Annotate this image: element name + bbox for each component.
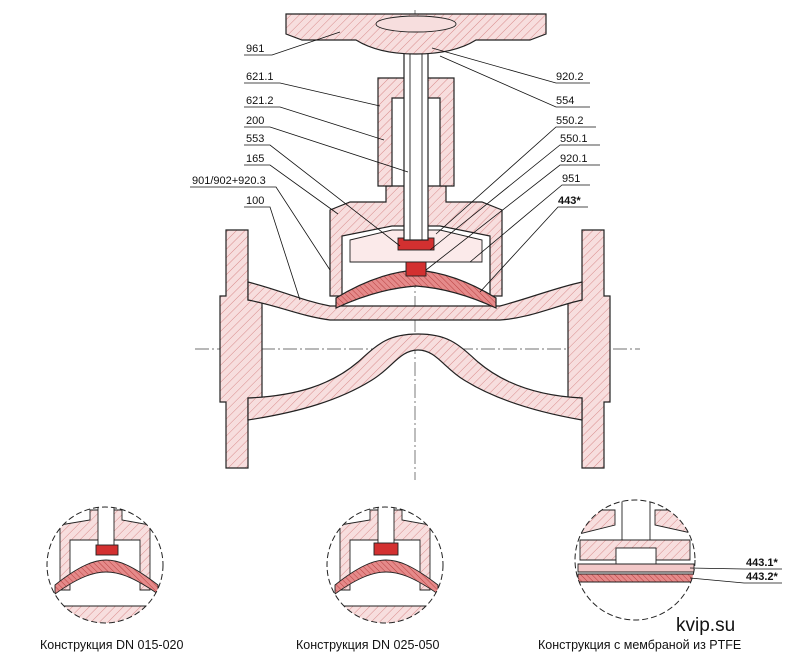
label-621-2: 621.2: [244, 95, 385, 141]
label-443: 443*: [479, 195, 588, 293]
label-443-1: 443.1*: [689, 557, 782, 570]
svg-text:961: 961: [246, 43, 264, 55]
svg-text:553: 553: [246, 133, 264, 145]
watermark: kvip.su: [676, 615, 735, 636]
svg-text:100: 100: [246, 195, 264, 207]
stem: [403, 39, 429, 241]
svg-text:200: 200: [246, 115, 264, 127]
yoke: [377, 77, 455, 187]
label-443-2: 443.2*: [689, 571, 782, 584]
svg-text:920.2: 920.2: [556, 71, 584, 83]
handwheel: [285, 13, 547, 55]
svg-text:550.2: 550.2: [556, 115, 584, 127]
label-553: 553: [244, 133, 401, 247]
label-961: 961: [244, 31, 341, 56]
svg-text:554: 554: [556, 95, 574, 107]
right-flange: [567, 229, 611, 469]
handwheel-hub: [375, 15, 457, 33]
part-labels: 961 621.1 621.2 200 553 165 901/902+920.…: [190, 31, 600, 301]
caption-detail-1: Конструкция DN 015-020: [40, 638, 183, 652]
label-550-1: 550.1: [429, 133, 600, 251]
membrane: [335, 269, 497, 309]
main-section: [195, 10, 640, 480]
label-554: 554: [439, 55, 590, 108]
label-200: 200: [244, 115, 409, 173]
label-100: 100: [244, 195, 301, 301]
svg-text:443*: 443*: [558, 195, 581, 207]
svg-text:920.1: 920.1: [560, 153, 588, 165]
left-flange: [219, 229, 263, 469]
label-550-2: 550.2: [435, 115, 596, 235]
svg-text:165: 165: [246, 153, 264, 165]
caption-detail-3: Конструкция с мембраной из PTFE: [538, 638, 741, 652]
membrane-stud: [405, 261, 427, 277]
label-920-1: 920.1: [425, 153, 600, 271]
detail-dn-015-020: Конструкция DN 015-020: [40, 506, 183, 652]
svg-text:621.1: 621.1: [246, 71, 274, 83]
label-920-2: 920.2: [431, 47, 590, 84]
label-951: 951: [469, 173, 590, 263]
detail-dn-025-050: Конструкция DN 025-050: [296, 506, 444, 652]
svg-text:443.1*: 443.1*: [746, 557, 779, 569]
label-621-1: 621.1: [244, 71, 381, 107]
label-165: 165: [244, 153, 339, 215]
svg-text:550.1: 550.1: [560, 133, 588, 145]
body-upper-wall: [247, 281, 583, 321]
label-901-902-920-3: 901/902+920.3: [190, 175, 331, 271]
caption-detail-2: Конструкция DN 025-050: [296, 638, 439, 652]
svg-text:951: 951: [562, 173, 580, 185]
detail-ptfe-membrane: 443.1* 443.2* Конструкция с мембраной из…: [538, 499, 782, 652]
svg-text:621.2: 621.2: [246, 95, 274, 107]
svg-text:901/902+920.3: 901/902+920.3: [192, 175, 266, 187]
svg-text:443.2*: 443.2*: [746, 571, 779, 583]
body-lower-wall: [247, 333, 583, 421]
